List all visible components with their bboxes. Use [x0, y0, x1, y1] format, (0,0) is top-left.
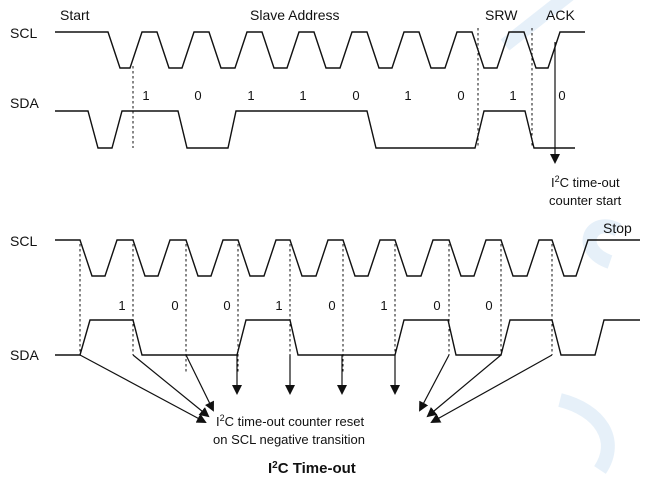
ack-label: ACK	[546, 7, 575, 23]
top-bit-4: 0	[352, 88, 359, 103]
top-bit-3: 1	[299, 88, 306, 103]
reset-arrow	[185, 354, 214, 412]
top-bits: 1 0 1 1 0 1 0 1 0	[142, 88, 565, 103]
start-label: Start	[60, 7, 90, 23]
bottom-bit-7: 0	[485, 298, 492, 313]
top-bit-1: 0	[194, 88, 201, 103]
counter-start-label-line2: counter start	[549, 193, 622, 208]
bottom-bit-2: 0	[223, 298, 230, 313]
bottom-bit-3: 1	[275, 298, 282, 313]
top-bit-0: 1	[142, 88, 149, 103]
watermark	[500, 0, 622, 474]
top-sda-waveform	[55, 110, 575, 149]
bottom-sda-waveform	[55, 319, 640, 356]
bottom-bit-1: 0	[171, 298, 178, 313]
top-bit-2: 1	[247, 88, 254, 103]
counter-reset-label-line1: I2C time-out counter reset	[216, 413, 364, 429]
top-bit-8: 0	[558, 88, 565, 103]
srw-label: SRW	[485, 7, 518, 23]
top-bit-6: 0	[457, 88, 464, 103]
reset-arrow	[430, 354, 553, 423]
bottom-bit-0: 1	[118, 298, 125, 313]
reset-arrow	[79, 354, 207, 423]
slave-address-label: Slave Address	[250, 7, 340, 23]
bottom-bit-6: 0	[433, 298, 440, 313]
bottom-scl-waveform	[55, 239, 640, 277]
counter-reset-label-line2: on SCL negative transition	[213, 432, 365, 447]
bottom-sda-label: SDA	[10, 347, 39, 363]
top-scl-label: SCL	[10, 25, 37, 41]
top-bit-5: 1	[404, 88, 411, 103]
top-sda-label: SDA	[10, 95, 39, 111]
figure-caption: I2C Time-out	[268, 460, 356, 477]
bottom-scl-label: SCL	[10, 233, 37, 249]
top-bit-7: 1	[509, 88, 516, 103]
bottom-bit-4: 0	[328, 298, 335, 313]
bottom-bit-5: 1	[380, 298, 387, 313]
stop-label: Stop	[603, 220, 632, 236]
bottom-bits: 1 0 0 1 0 1 0 0	[118, 298, 492, 313]
reset-arrow	[426, 354, 502, 418]
counter-start-label-line1: I2C time-out	[551, 174, 620, 190]
top-scl-waveform	[55, 31, 585, 69]
reset-arrow	[132, 354, 210, 418]
reset-arrow	[419, 354, 450, 412]
